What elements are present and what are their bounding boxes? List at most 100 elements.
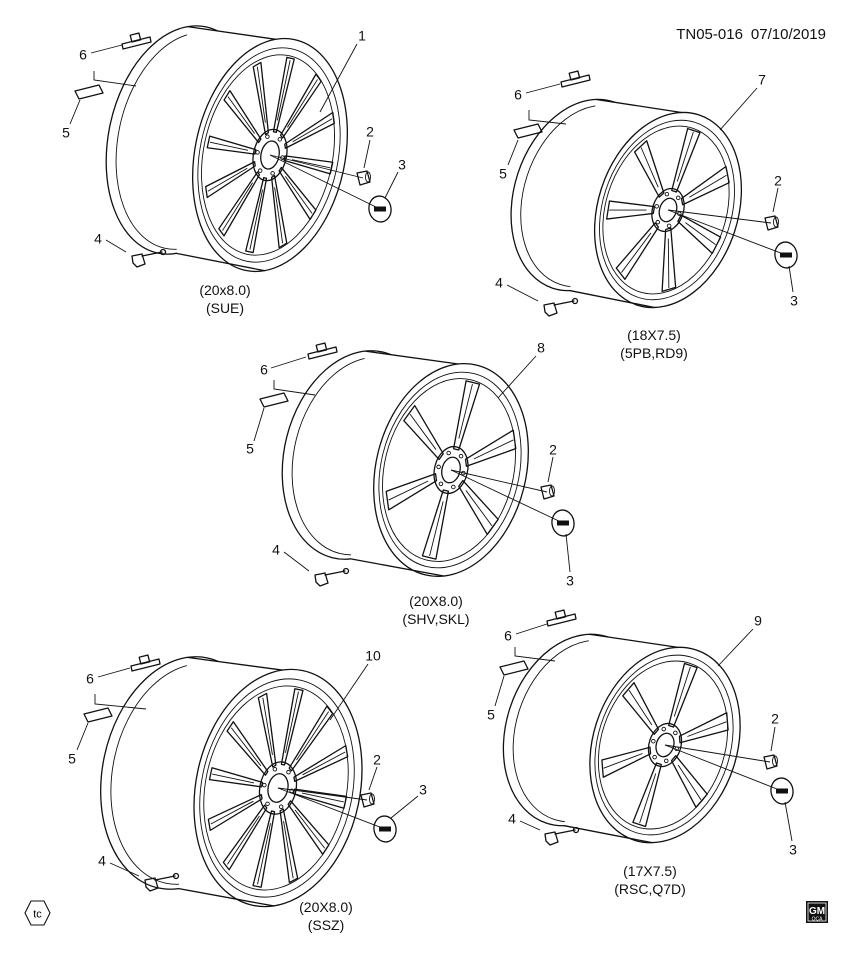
adhesive-tape (513, 123, 543, 139)
callout-lug-nut: 2 (549, 442, 557, 458)
spoke-ridge (285, 176, 313, 214)
spoke-ridge (286, 79, 318, 128)
spoke-ridge (429, 501, 444, 557)
spoke-ridge (388, 480, 429, 501)
lug-nut (269, 154, 371, 186)
leader-line (770, 726, 776, 752)
wheel-lip (597, 660, 729, 830)
wheel-spoke (680, 165, 730, 206)
tpms-sensor (543, 297, 579, 317)
center-cap-emblem (379, 826, 391, 832)
callout-wheel: 1 (358, 28, 366, 44)
rim-top-line (364, 350, 459, 365)
callout-tpms-sensor: 4 (272, 542, 280, 558)
lug-nut-end (369, 793, 375, 805)
wheel-outer-rim (191, 37, 349, 273)
spoke-ridge (209, 141, 249, 151)
callout-lug-nut: 2 (373, 752, 381, 768)
spoke-ridge (249, 189, 264, 250)
sensor-body (314, 572, 329, 587)
spoke-ridge (673, 666, 691, 717)
leader-line (363, 139, 371, 169)
wheel-spoke (421, 489, 450, 560)
lug-hole (651, 738, 656, 744)
tpms-sensor (314, 567, 350, 587)
spoke-ridge (283, 820, 294, 879)
hub-center (267, 773, 289, 803)
lug-hole (438, 481, 444, 487)
wheel-spoke (280, 688, 304, 766)
wheel-spoke (452, 380, 481, 451)
wheel-option-codes: (RSC,Q7D) (614, 881, 686, 897)
sensor-valve-stem (324, 570, 346, 576)
rim-barrel (510, 98, 683, 309)
lug-hole (272, 767, 278, 772)
center-cap-body (770, 777, 794, 805)
lug-nut-end (365, 171, 371, 183)
rim-bottom-line (569, 289, 656, 309)
wheel-spoke (245, 177, 268, 254)
balance-weight (560, 70, 591, 88)
wheel-inner-rim (199, 678, 355, 898)
center-cap (269, 154, 392, 223)
callout-adhesive-tape: 5 (246, 441, 254, 457)
wheel-inner-rim (599, 119, 735, 301)
nut-axis-line (269, 154, 364, 179)
leader-line (283, 551, 310, 572)
weight-block (138, 654, 151, 665)
weight-strip (546, 613, 577, 627)
callout-tpms-sensor: 4 (94, 231, 102, 247)
lug-nut-body (360, 792, 375, 808)
callout-balance-weight: 6 (260, 362, 268, 378)
wheel-assemblies: 123456(20x8.0)(SUE)723456(18X7.5)(5PB,RD… (62, 25, 798, 933)
spoke-ridge (640, 147, 659, 188)
lug-nut (450, 469, 555, 500)
nut-axis-line (450, 469, 548, 493)
tpms-sensor (144, 872, 180, 892)
wheel-spoke (670, 755, 708, 809)
wheel-spoke (606, 200, 656, 220)
wheel-spoke (257, 692, 277, 768)
leader-line (368, 766, 378, 791)
wheel-size-caption: (20X8.0) (409, 593, 463, 609)
wheel-spoke (284, 111, 335, 149)
lug-hole (255, 150, 260, 155)
spoke-ridge (285, 691, 299, 753)
balance-weight (121, 32, 152, 50)
leader-line (772, 187, 779, 213)
wheel-spoke (458, 479, 499, 536)
lug-nut-end (773, 216, 779, 228)
leader-line (506, 284, 539, 302)
center-cap-body (774, 241, 798, 269)
wheel-size-caption: (20X8.0) (299, 899, 353, 915)
leader-line (717, 628, 754, 667)
rim-body (176, 26, 276, 271)
lug-hole (262, 782, 267, 788)
wheel-spoke (601, 746, 652, 778)
lug-hole (655, 219, 661, 225)
spoke-ridge (409, 413, 437, 450)
spoke-ridge (230, 727, 262, 767)
callout-balance-weight: 6 (504, 628, 512, 644)
center-cap-emblem (374, 206, 386, 212)
wheel-lip (602, 125, 730, 295)
sensor-valve-stem (553, 300, 575, 306)
lug-hole (451, 484, 456, 490)
cap-axis-line (667, 209, 787, 256)
leader-line (97, 667, 131, 678)
callout-center-cap: 3 (789, 842, 797, 858)
center-cap-body (368, 195, 392, 223)
wheel-spoke (223, 89, 262, 144)
weight-block (554, 609, 567, 620)
tpms-sensor (131, 248, 167, 268)
spoke-ridge (639, 773, 657, 824)
lug-hole (265, 801, 270, 807)
wheel-spoke (293, 744, 349, 783)
spoke-ridge (603, 753, 643, 769)
lug-hole (458, 453, 464, 459)
lug-nut-end (772, 755, 778, 767)
